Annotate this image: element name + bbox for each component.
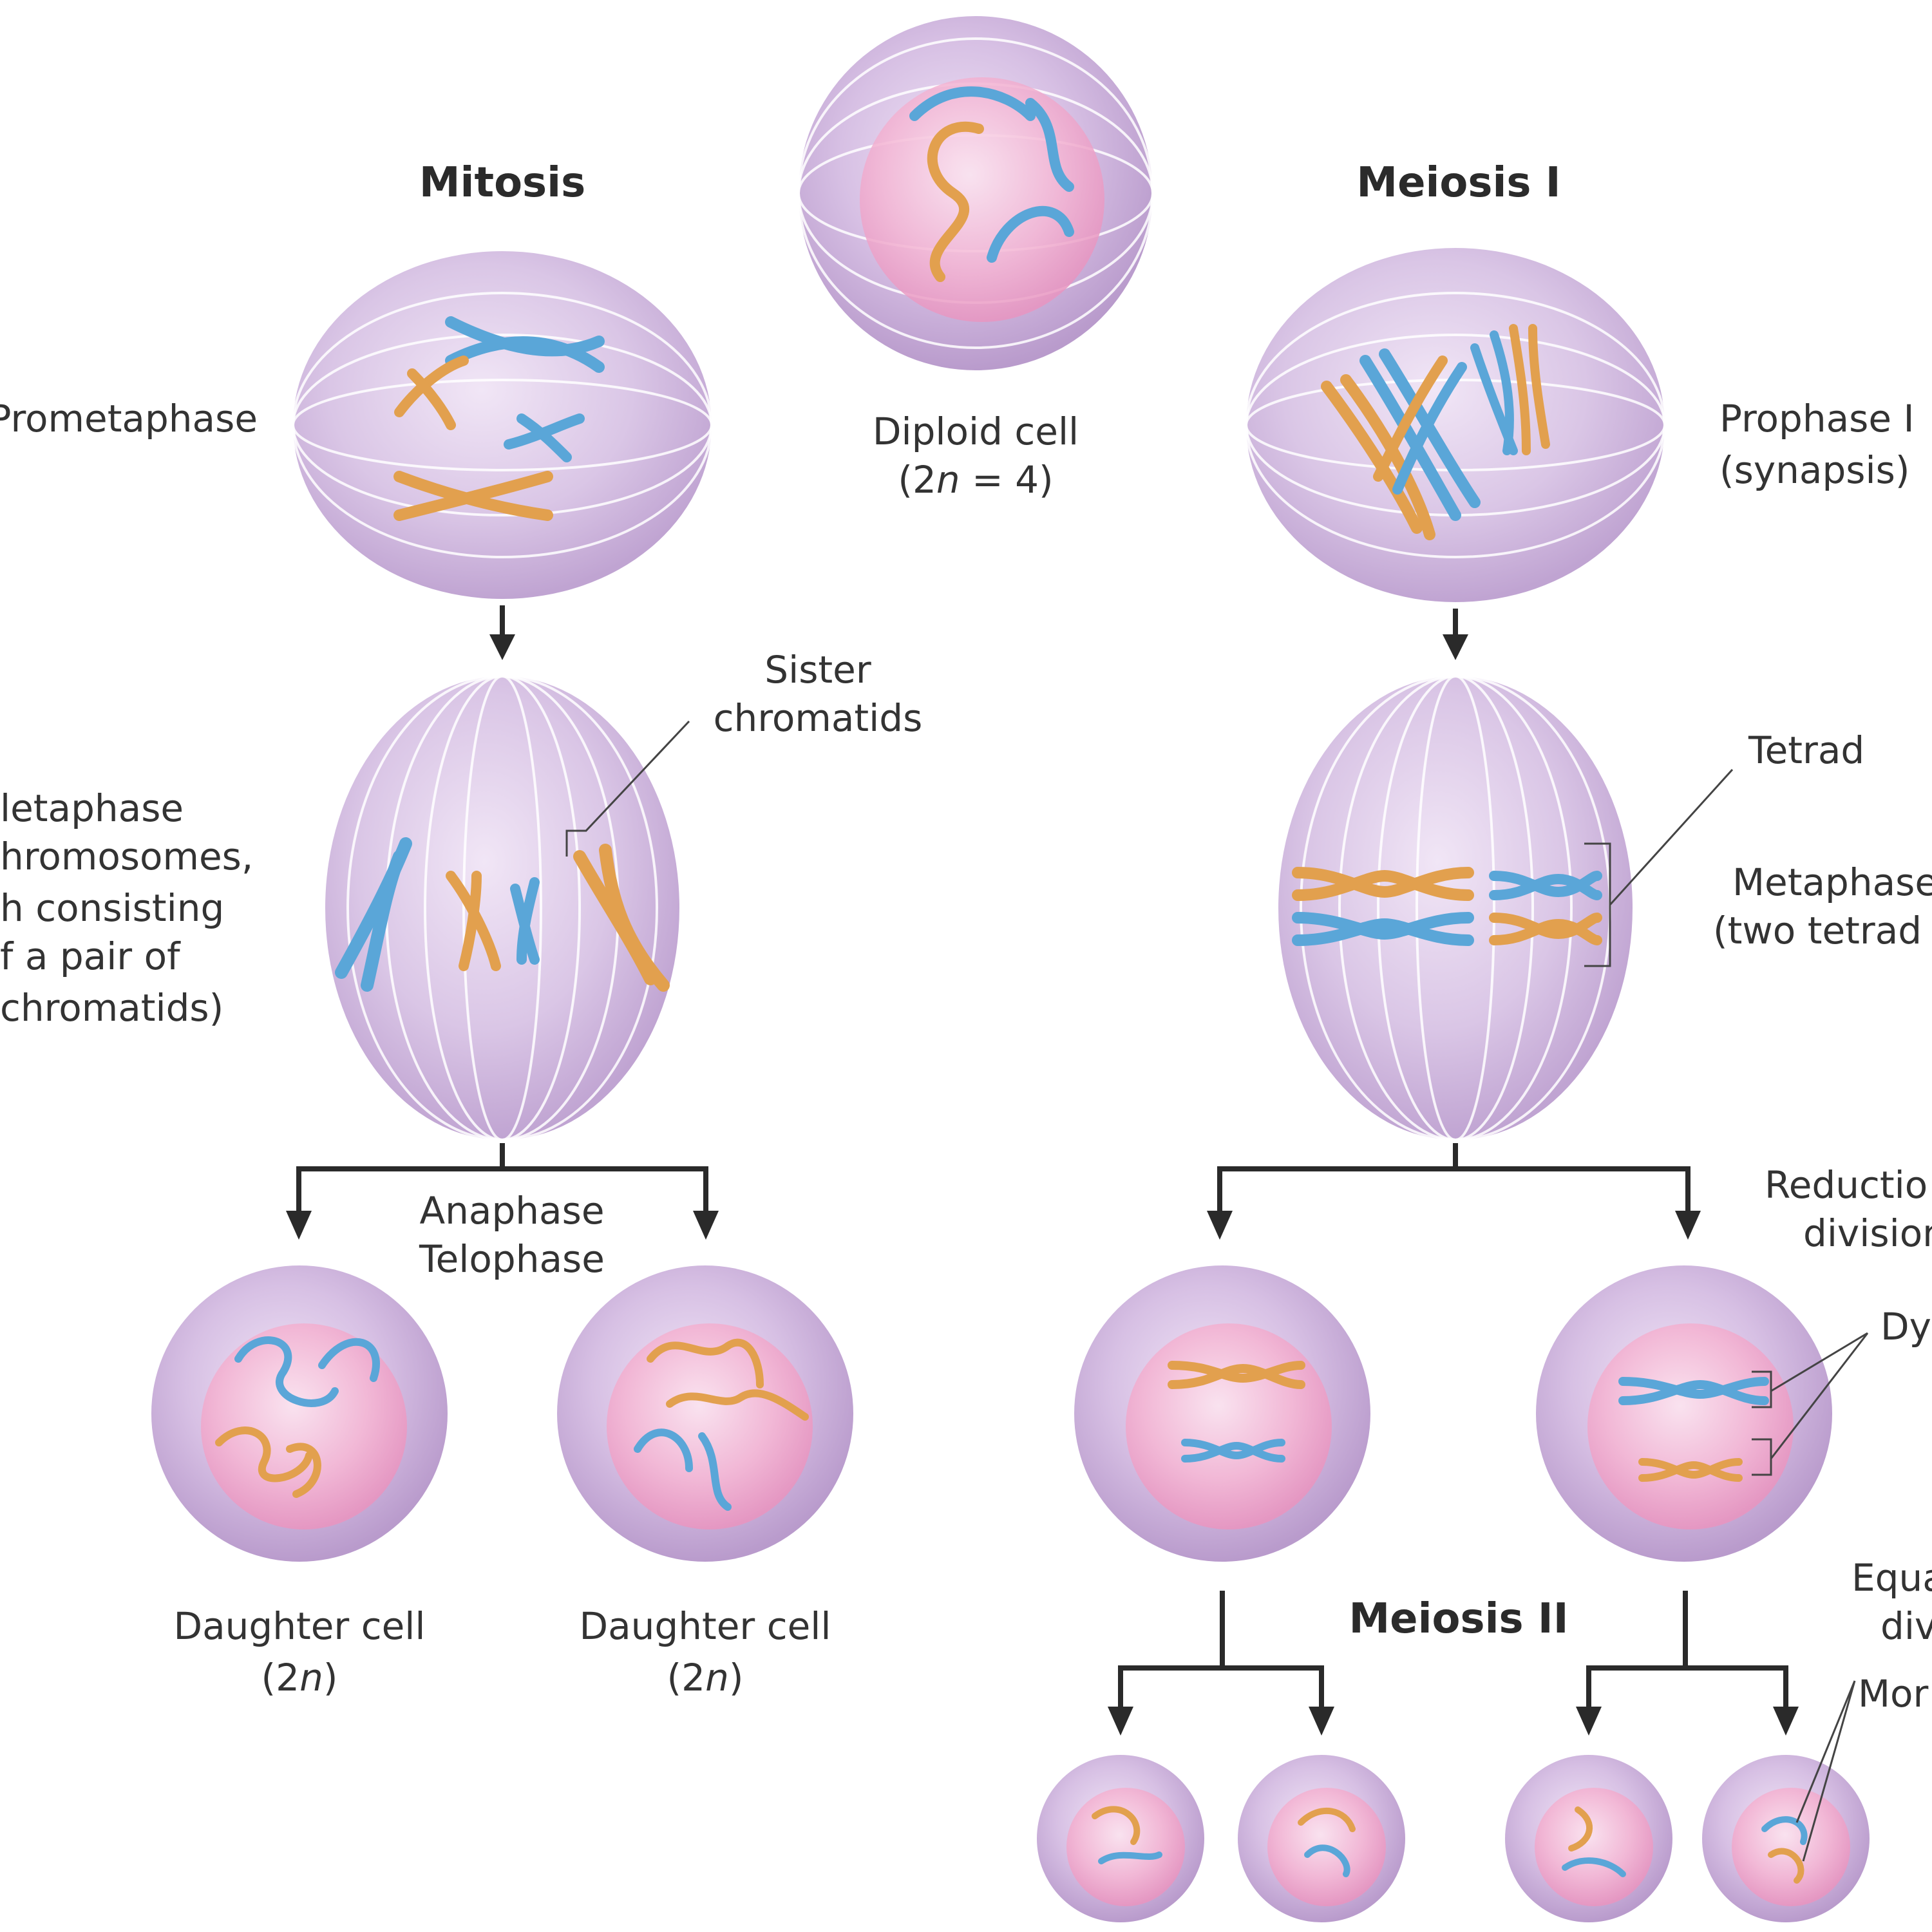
metaphase-left-line4: f a pair of: [0, 934, 181, 978]
mitosis-daughter-cell-left: [151, 1265, 448, 1562]
meiosis1-daughter-cell-left: [1074, 1265, 1370, 1562]
mitosis-daughter-cell-right: [557, 1265, 853, 1562]
meiosis1-branch-arrows: [1207, 1143, 1701, 1240]
meiosis2-cell-2: [1238, 1755, 1405, 1922]
meiosis1-prophase-cell: [1245, 248, 1666, 602]
equational-label-line2: div: [1880, 1604, 1932, 1648]
prophase1-label-line1: Prophase I: [1719, 397, 1915, 440]
monad-leader: [1795, 1680, 1856, 1862]
tetrad-leader: [1584, 768, 1734, 967]
meiosis2-cell-4: [1702, 1755, 1870, 1922]
mitosis-branch-arrows: [286, 1143, 719, 1240]
mitosis-arrow-head-1: [489, 634, 515, 660]
meiosis2-heading: Meiosis II: [1349, 1595, 1568, 1643]
prophase1-label-line2: (synapsis): [1719, 448, 1909, 492]
mitosis-prometaphase-cell: [292, 251, 713, 599]
meiosis1-metaphase-cell: [1278, 675, 1633, 1141]
metaphase-left-line5: chromatids): [0, 986, 223, 1030]
meiosis2-cell-3: [1505, 1755, 1672, 1922]
telophase-label: Telophase: [419, 1237, 605, 1281]
meiosis1-daughter-cell-right: [1536, 1265, 1832, 1562]
meiosis-arrow-head-1: [1443, 634, 1468, 660]
meiosis2-branch-arrows-right: [1576, 1591, 1799, 1736]
mitosis-heading: Mitosis: [419, 159, 585, 207]
diploid-cell: [797, 16, 1154, 370]
metaphase-left-line1: letaphase: [0, 786, 184, 830]
sister-label-line2: chromatids: [714, 696, 923, 740]
reduction-label-line1: Reductio: [1765, 1163, 1927, 1207]
equational-label-line1: Equa: [1852, 1556, 1932, 1600]
sister-chromatids-leader: [565, 720, 690, 857]
metaphase-right-label-line1: Metaphase: [1732, 860, 1932, 904]
metaphase-right-label-line2: (two tetrad: [1713, 909, 1922, 952]
dyad-label: Dy: [1880, 1305, 1931, 1349]
metaphase-left-label: letaphase hromosomes, h consisting f a p…: [0, 786, 253, 1030]
prometaphase-label: Prometaphase: [0, 397, 258, 440]
tetrad-label: Tetrad: [1748, 728, 1864, 772]
mitosis-metaphase-cell: [325, 675, 679, 1141]
metaphase-left-line2: hromosomes,: [0, 835, 253, 878]
daughter-right-label-line1: Daughter cell: [579, 1604, 831, 1648]
daughter-right-label-line2: (2n): [667, 1656, 744, 1700]
meiosis2-cell-1: [1037, 1755, 1204, 1922]
reduction-label-line2: division: [1803, 1211, 1932, 1255]
meiosis2-branch-arrows-left: [1108, 1591, 1334, 1736]
diploid-label-line2: (2n = 4): [898, 458, 1053, 502]
sister-label-line1: Sister: [764, 648, 871, 692]
anaphase-label: Anaphase: [420, 1189, 605, 1233]
meiosis1-heading: Meiosis I: [1356, 159, 1560, 207]
diploid-label-line1: Diploid cell: [873, 410, 1079, 453]
monad-label: Mor: [1858, 1672, 1929, 1716]
daughter-left-label-line2: (2n): [261, 1656, 338, 1700]
dyad-leader: [1752, 1332, 1869, 1476]
daughter-left-label-line1: Daughter cell: [173, 1604, 425, 1648]
metaphase-left-line3: h consisting: [0, 886, 224, 930]
